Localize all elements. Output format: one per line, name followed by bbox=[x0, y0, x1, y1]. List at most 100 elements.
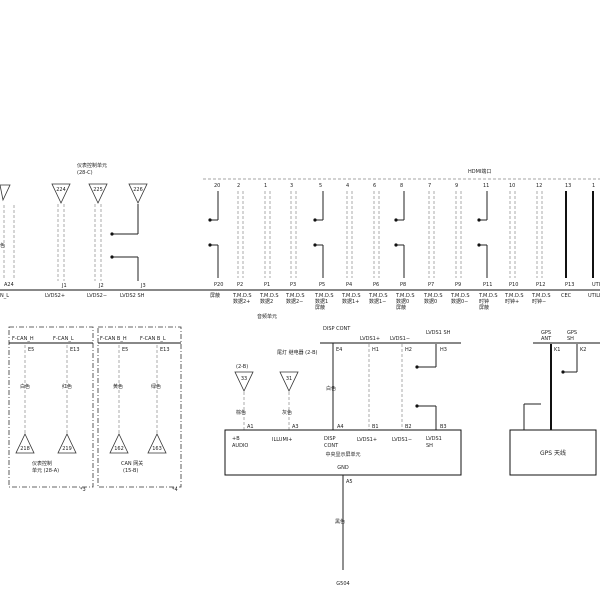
hdmi-port-section: HDMI端口 20P20屏蔽2P2T.M.D.S数据2+1P1T.M.D.S数据… bbox=[203, 168, 600, 320]
hdmi-signal-label: 数据1+ bbox=[342, 298, 359, 305]
can-group-border bbox=[97, 326, 182, 488]
wire-color-label: 白色 bbox=[326, 385, 336, 392]
hdmi-top-pin: 1 bbox=[592, 183, 595, 189]
splice-dot bbox=[415, 404, 419, 408]
hdmi-bottom-pin: P11 bbox=[483, 282, 492, 288]
hdmi-top-pin: 3 bbox=[290, 183, 293, 189]
hdmi-signal-label: 屏蔽 bbox=[479, 304, 489, 311]
hdmi-port-title: HDMI端口 bbox=[468, 168, 491, 175]
hdmi-top-pin: 11 bbox=[483, 183, 489, 189]
unit-title: 中央显示屏单元 bbox=[325, 451, 360, 458]
box-pin-label: CONT bbox=[324, 443, 339, 449]
hdmi-bottom-pin: P7 bbox=[428, 282, 434, 288]
box-pin-label: DISP bbox=[324, 436, 336, 442]
hdmi-signal-label: 时钟 bbox=[479, 298, 489, 305]
hdmi-bottom-pin: P4 bbox=[346, 282, 352, 288]
hdmi-bottom-pin: UTILITY bbox=[592, 282, 600, 288]
hdmi-pin-columns: 20P20屏蔽2P2T.M.D.S数据2+1P1T.M.D.S数据23P3T.M… bbox=[208, 183, 600, 311]
signal-label: N_L bbox=[0, 293, 9, 299]
splice-dot bbox=[477, 218, 481, 222]
cluster-control-unit: 仪表控制单元 (28-C) 224 J1 LVDS2+ 225 J2 LVDS2… bbox=[45, 162, 148, 299]
cluster-pin-j3: 226 J3 LVDS2 SH bbox=[110, 183, 148, 299]
hdmi-bottom-pin: P13 bbox=[565, 282, 574, 288]
pin-label: A1 bbox=[247, 424, 254, 430]
can-header: F-CAN_H bbox=[12, 336, 34, 342]
hdmi-bottom-pin: P10 bbox=[509, 282, 518, 288]
hdmi-signal-label: T.M.D.S bbox=[368, 293, 388, 299]
unit-name: 仪表控制 bbox=[32, 460, 52, 467]
hdmi-top-pin: 13 bbox=[565, 183, 571, 189]
footnote-ref: *3 bbox=[80, 487, 86, 493]
hdmi-signal-label: CEC bbox=[561, 293, 572, 299]
input-ref: 尾灯 继电器 (2-B) bbox=[277, 349, 318, 356]
hdmi-top-pin: 7 bbox=[428, 183, 431, 189]
connector-number: 162 bbox=[114, 446, 124, 452]
pin-label: E5 bbox=[28, 347, 34, 353]
pin-label: J1 bbox=[61, 283, 67, 289]
splice-dot bbox=[477, 243, 481, 247]
hdmi-signal-label: 数据2− bbox=[286, 298, 303, 305]
hdmi-bottom-pin: P9 bbox=[455, 282, 461, 288]
pin-label: A5 bbox=[346, 479, 353, 485]
connector-number: 163 bbox=[152, 446, 162, 452]
box-pin-label: +B bbox=[232, 436, 240, 442]
can-group-1: F-CAN_H F-CAN_L E5 E13 白色 红色 218 219 仪表控… bbox=[8, 326, 94, 493]
hdmi-top-pin: 20 bbox=[214, 183, 220, 189]
wire-color-label: 灰色 bbox=[282, 409, 292, 416]
can-group-2: F-CAN B_H F-CAN B_L E5 E13 黄色 绿色 162 163… bbox=[97, 326, 182, 493]
central-display-unit-box bbox=[224, 429, 462, 476]
signal-label: LVDS2+ bbox=[45, 293, 65, 299]
wire-color-label: 白色 bbox=[20, 383, 30, 390]
hdmi-signal-label: T.M.D.S bbox=[423, 293, 443, 299]
wire-color-label: 色 bbox=[0, 242, 5, 249]
hdmi-signal-label: T.M.D.S bbox=[341, 293, 361, 299]
hdmi-bottom-pin: P12 bbox=[536, 282, 545, 288]
connector-number: 31 bbox=[286, 376, 292, 382]
wire-color-label: 绿色 bbox=[151, 383, 161, 390]
hdmi-signal-label: 数据2+ bbox=[233, 298, 250, 305]
gps-antenna-box bbox=[509, 429, 597, 476]
hdmi-signal-label: UTILITY bbox=[588, 293, 600, 299]
connector-number: 218 bbox=[20, 446, 30, 452]
unit-ref: (15-B) bbox=[123, 468, 138, 474]
splice-dot bbox=[313, 243, 317, 247]
hdmi-signal-label: 时钟− bbox=[532, 298, 546, 305]
splice-dot bbox=[394, 218, 398, 222]
pin-label: B3 bbox=[440, 424, 447, 430]
connector-triangle bbox=[51, 183, 71, 204]
hdmi-signal-label: 数据0 bbox=[424, 298, 437, 305]
hdmi-top-pin: 2 bbox=[237, 183, 240, 189]
splice-dot bbox=[110, 232, 114, 236]
audio-unit-title: 音频单元 bbox=[257, 313, 277, 320]
connector-triangle bbox=[0, 184, 11, 202]
wire-color-label: 棕色 bbox=[236, 409, 246, 416]
pin-label: B1 bbox=[372, 424, 379, 430]
pin-label: A4 bbox=[337, 424, 344, 430]
pin-label: E13 bbox=[160, 347, 170, 353]
hdmi-signal-label: 屏蔽 bbox=[315, 304, 325, 311]
connector-triangle-up bbox=[109, 433, 129, 454]
signal-top-label: LVDS1− bbox=[390, 336, 410, 342]
hdmi-top-pin: 10 bbox=[509, 183, 515, 189]
splice-dot bbox=[110, 255, 114, 259]
connector-triangle-up bbox=[147, 433, 167, 454]
hdmi-top-pin: 12 bbox=[536, 183, 542, 189]
hdmi-bottom-pin: P1 bbox=[264, 282, 270, 288]
connector-number: 219 bbox=[62, 446, 72, 452]
signal-top-label: DISP CONT bbox=[323, 326, 351, 332]
footnote-ref: *4 bbox=[172, 487, 178, 493]
gps-sh-label: SH bbox=[567, 336, 574, 342]
pin-label: K2 bbox=[580, 347, 586, 353]
can-group-border bbox=[8, 326, 94, 488]
hdmi-bottom-pin: P8 bbox=[400, 282, 406, 288]
pin-label: A3 bbox=[292, 424, 299, 430]
